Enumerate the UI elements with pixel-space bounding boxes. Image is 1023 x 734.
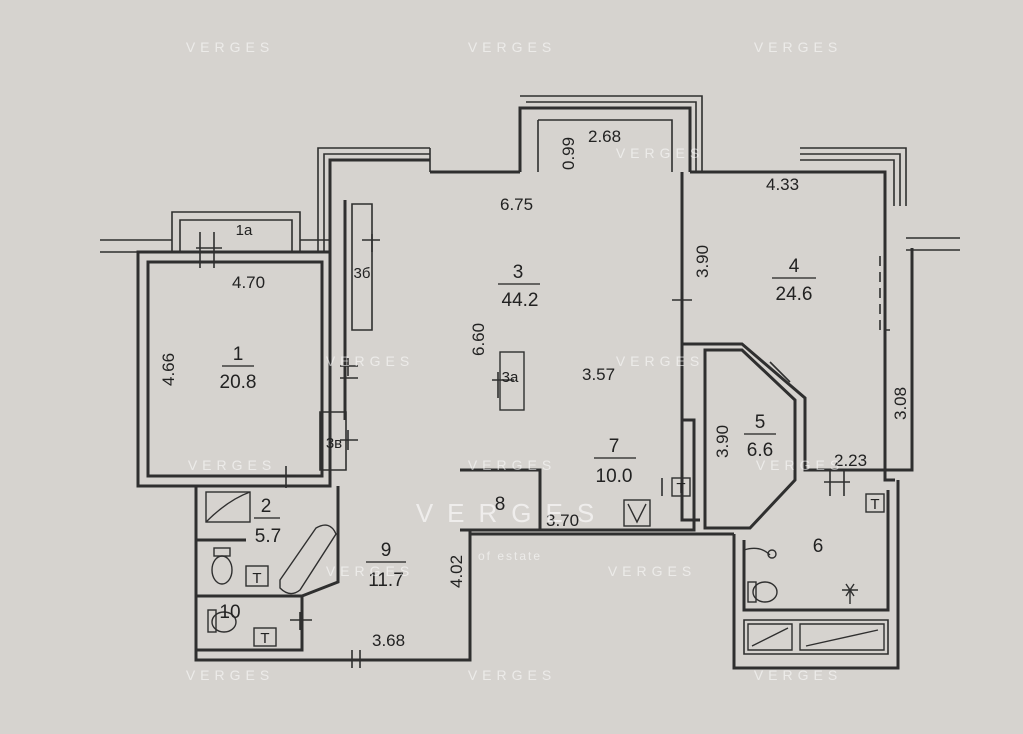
room-8-number: 8: [495, 494, 506, 515]
svg-text:VERGES: VERGES: [326, 353, 414, 369]
room-5-number: 5: [755, 412, 766, 433]
dim-r4-top: 4.33: [766, 175, 799, 194]
dim-r9-bottom: 3.68: [372, 631, 405, 650]
dim-r9-left: 4.02: [447, 555, 466, 588]
room-3-number: 3: [513, 262, 524, 283]
room-4-area: 24.6: [776, 284, 813, 305]
room-6-number: 6: [813, 536, 824, 557]
dim-r7-bottom: 3.70: [546, 511, 579, 530]
svg-text:VERGES: VERGES: [468, 457, 556, 473]
watermark-main: VERGES: [416, 498, 608, 528]
svg-text:VERGES: VERGES: [754, 39, 842, 55]
room-9-area: 11.7: [368, 570, 404, 591]
room-7-area: 10.0: [596, 466, 633, 487]
svg-text:VERGES: VERGES: [616, 145, 704, 161]
watermark-tagline: of estate: [478, 549, 542, 563]
svg-text:VERGES: VERGES: [756, 457, 844, 473]
dim-bay-top: 2.68: [588, 127, 621, 146]
svg-text:VERGES: VERGES: [616, 353, 704, 369]
room-4-number: 4: [789, 256, 800, 277]
room-3a-number: 3a: [502, 369, 519, 386]
dim-r3-top: 6.75: [500, 195, 533, 214]
svg-text:VERGES: VERGES: [468, 39, 556, 55]
svg-text:VERGES: VERGES: [326, 563, 414, 579]
dim-r6-top: 2.23: [834, 451, 867, 470]
svg-text:VERGES: VERGES: [754, 667, 842, 683]
svg-text:VERGES: VERGES: [186, 39, 274, 55]
dim-r3-height: 6.60: [469, 323, 488, 356]
room-1a-number: 1a: [236, 222, 253, 239]
room-labels: 1 20.8 1a 2 5.7 3 44.2 3a 3б 3в 4 24.6 5…: [219, 222, 823, 623]
watermarks: VERGES VERGES VERGES VERGES VERGES VERGE…: [186, 39, 844, 683]
svg-text:VERGES: VERGES: [188, 457, 276, 473]
svg-text:Т: Т: [870, 496, 879, 513]
svg-text:VERGES: VERGES: [186, 667, 274, 683]
room-3-area: 44.2: [502, 290, 539, 311]
dim-bay-side: 0.99: [559, 137, 578, 170]
svg-text:VERGES: VERGES: [608, 563, 696, 579]
room-1-area: 20.8: [220, 372, 257, 393]
svg-text:Т: Т: [676, 480, 685, 497]
dim-r1-width: 4.70: [232, 273, 265, 292]
room-1-number: 1: [233, 344, 244, 365]
dim-r4-left: 3.90: [693, 245, 712, 278]
svg-text:Т: Т: [260, 630, 269, 647]
room-5-area: 6.6: [747, 440, 773, 461]
room-2-number: 2: [261, 496, 272, 517]
room-7-number: 7: [609, 436, 620, 457]
dim-r1-height: 4.66: [159, 353, 178, 386]
room-3b-number: 3б: [354, 265, 371, 282]
door-ticks: [196, 232, 850, 668]
walls: [100, 95, 960, 670]
dim-r3-inner: 3.57: [582, 365, 615, 384]
fixtures: Т Т Т Т: [205, 351, 885, 651]
dim-r5-height: 3.90: [713, 425, 732, 458]
svg-text:VERGES: VERGES: [468, 667, 556, 683]
dimension-labels: 4.70 4.66 6.75 6.60 3.57 2.68 0.99 4.33 …: [159, 127, 910, 650]
dim-r4-right: 3.08: [891, 387, 910, 420]
room-2-area: 5.7: [255, 526, 281, 547]
room-3v-number: 3в: [326, 435, 342, 452]
room-10-number: 10: [219, 602, 240, 623]
room-9-number: 9: [381, 540, 392, 561]
svg-text:Т: Т: [252, 570, 261, 587]
